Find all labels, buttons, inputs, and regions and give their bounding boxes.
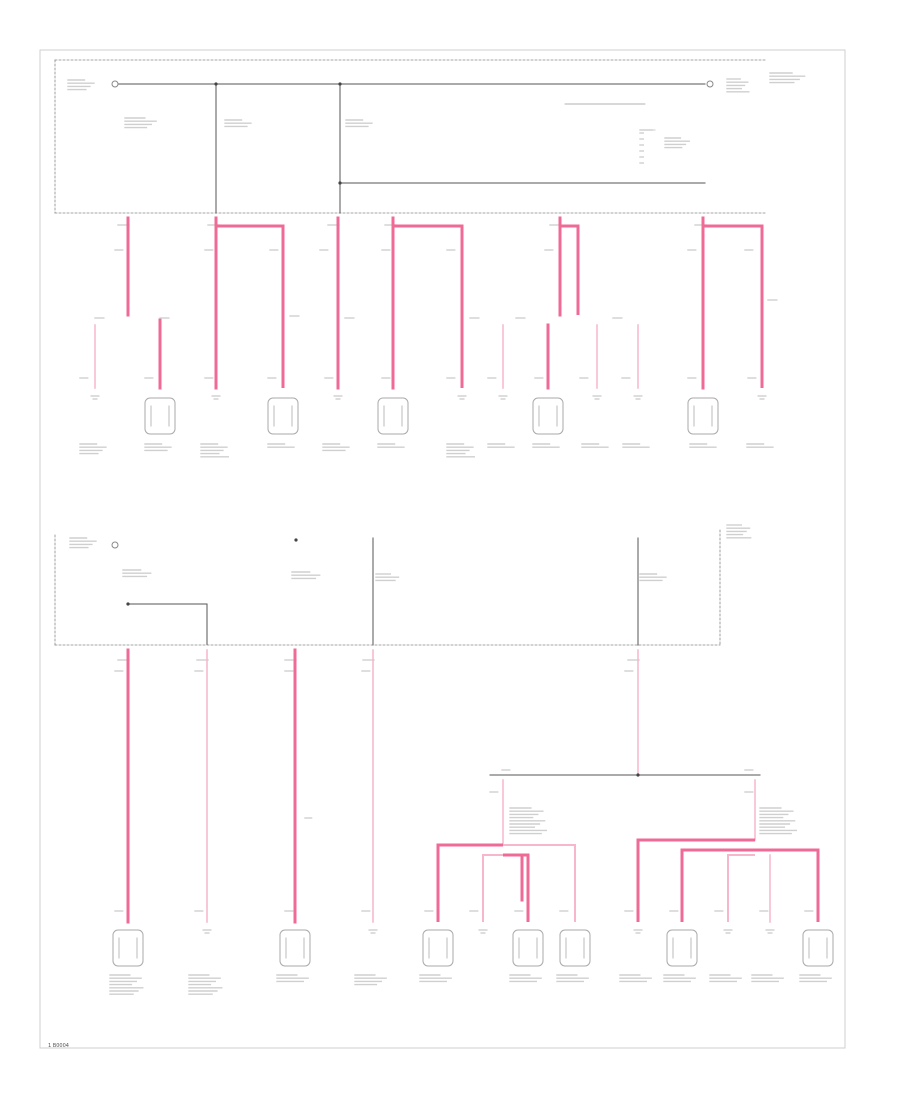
- wire: [560, 224, 580, 315]
- connector-icon: [422, 929, 454, 967]
- connector-icon: [377, 397, 409, 435]
- wire: [503, 853, 530, 922]
- connector-icon: [559, 929, 591, 967]
- terminal-icon: [111, 541, 119, 549]
- connector-icon: [687, 397, 719, 435]
- junction-dot: [636, 773, 640, 777]
- junction-dot: [338, 181, 342, 185]
- junction-dot: [126, 602, 130, 606]
- wire: [727, 854, 755, 922]
- wire: [503, 844, 576, 922]
- wire: [703, 224, 764, 388]
- terminal-icon: [111, 80, 119, 88]
- diagram-code-label: 1 B0004: [48, 1043, 69, 1049]
- wire: [482, 854, 503, 922]
- connector-icon: [267, 397, 299, 435]
- junction-dot: [294, 538, 298, 542]
- wire: [680, 848, 755, 922]
- wire: [436, 843, 503, 922]
- wire: [216, 224, 285, 388]
- connector-icon: [666, 929, 698, 967]
- wire: [755, 848, 820, 922]
- connector-icon: [512, 929, 544, 967]
- connector-icon: [279, 929, 311, 967]
- connector-icon: [532, 397, 564, 435]
- connector-icon: [802, 929, 834, 967]
- wire: [636, 838, 755, 922]
- connector-icon: [144, 397, 176, 435]
- bus-line: [128, 603, 208, 645]
- wire: [393, 224, 464, 388]
- terminal-icon: [706, 80, 714, 88]
- diagram-frame: [39, 49, 846, 1049]
- junction-dot: [214, 82, 218, 86]
- connector-icon: [112, 929, 144, 967]
- junction-dot: [338, 82, 342, 86]
